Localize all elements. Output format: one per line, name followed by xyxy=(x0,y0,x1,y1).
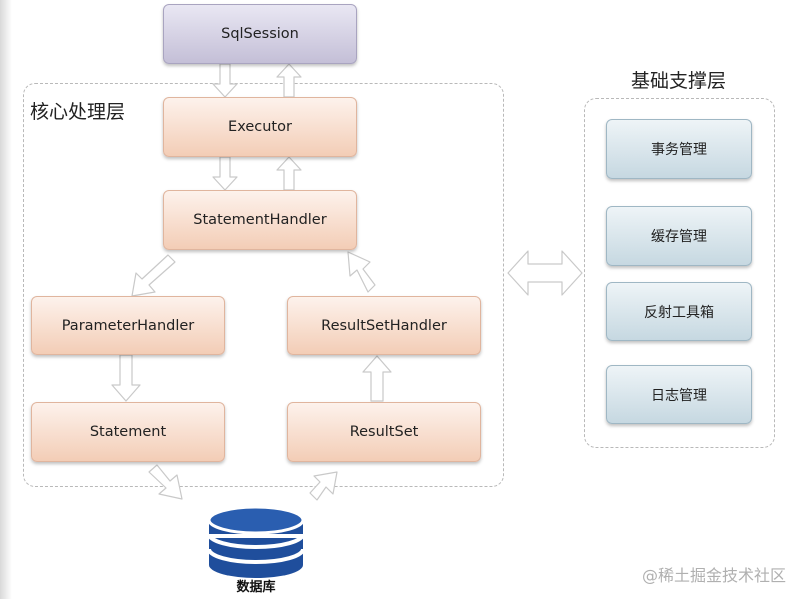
core-layer-title: 核心处理层 xyxy=(30,101,126,123)
arrow-resulthandler-to-handler xyxy=(347,251,376,293)
base-layer-group xyxy=(584,98,775,448)
base-item-logging: 日志管理 xyxy=(606,365,752,424)
base-item-transaction: 事务管理 xyxy=(606,119,752,179)
watermark: @稀土掘金技术社区 xyxy=(641,566,786,585)
left-edge-shade xyxy=(0,0,12,599)
arrow-statement-to-db xyxy=(148,464,183,500)
arrow-down-executor-handler xyxy=(212,156,238,191)
arrow-handler-to-parameter xyxy=(131,254,176,297)
arrow-db-to-resultset xyxy=(309,471,338,501)
base-item-reflection: 反射工具箱 xyxy=(606,282,752,341)
sqlsession-box: SqlSession xyxy=(163,4,357,64)
statement-handler-box: StatementHandler xyxy=(163,190,357,250)
parameter-handler-box: ParameterHandler xyxy=(31,296,225,355)
resultset-box: ResultSet xyxy=(287,402,481,462)
arrow-resultset-to-resulthandler xyxy=(362,355,392,402)
statement-box: Statement xyxy=(31,402,225,462)
arrow-down-sqlsession-executor xyxy=(212,63,238,98)
database-icon xyxy=(207,505,305,578)
base-item-cache: 缓存管理 xyxy=(606,206,752,266)
base-layer-title: 基础支撑层 xyxy=(631,70,727,92)
arrow-up-handler-executor xyxy=(276,156,302,191)
arrow-up-executor-sqlsession xyxy=(276,63,302,98)
arrow-core-base-bidirectional xyxy=(507,250,583,296)
arrow-parameter-to-statement xyxy=(111,354,141,402)
resultset-handler-box: ResultSetHandler xyxy=(287,296,481,355)
core-layer-group xyxy=(23,83,504,487)
database-label: 数据库 xyxy=(236,580,276,595)
executor-box: Executor xyxy=(163,97,357,157)
